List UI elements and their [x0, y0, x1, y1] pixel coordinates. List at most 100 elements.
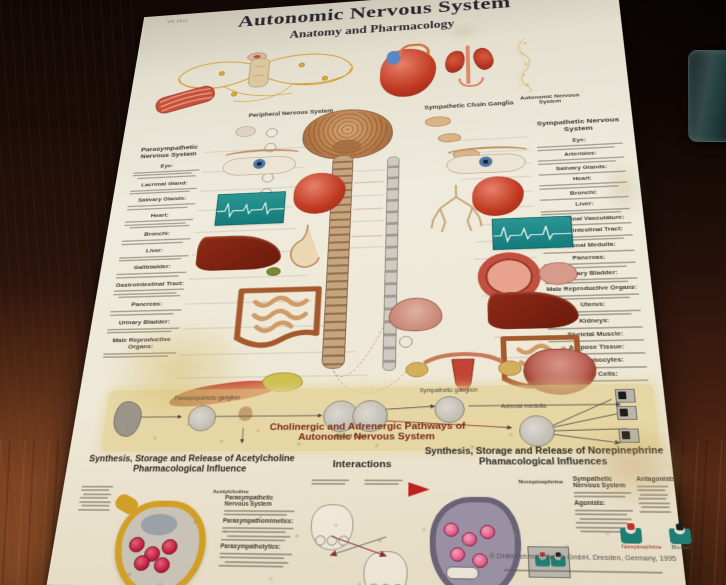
column-item: Bronchi: — [117, 230, 197, 246]
column-item: Eye: — [127, 162, 205, 180]
fine-text-line — [218, 564, 284, 568]
anatomy-poster: VR 1611 Autonomic Nervous System Anatomy… — [47, 0, 688, 585]
column-item: Liver: — [114, 246, 195, 262]
ekg-strip-right — [492, 215, 574, 250]
cholinergic-ending-label — [311, 477, 350, 487]
receptor-glyph — [617, 391, 627, 400]
synapse-interior — [139, 513, 179, 536]
vesicle — [479, 524, 496, 540]
parasympathetic-column-heading: Parasympathetic Nervous System — [140, 143, 199, 161]
iris — [252, 158, 266, 170]
receptor-legend: Norepinephrine Blocker — [619, 523, 692, 551]
fine-text-line — [77, 508, 110, 511]
label-adrenal-medulla: Adrenal medulla — [500, 403, 547, 410]
column-item: Pancreas: — [105, 301, 188, 316]
mao-label-pill — [445, 566, 479, 580]
adrenergic-synapse-illustration — [429, 496, 524, 585]
sympathetic-column-heading: Sympathetic Nervous System — [536, 116, 620, 134]
fine-text-line — [223, 513, 288, 516]
fine-text-line — [311, 478, 350, 481]
column-item: Lacrimal Gland: — [125, 180, 203, 195]
interactions-section: Interactions — [300, 459, 418, 583]
legend-norepinephrine: Norepinephrine — [619, 523, 663, 551]
ekg-trace — [215, 192, 285, 225]
vesicle — [160, 539, 179, 555]
acetylcholine-title-line1: Synthesis, Storage and Release of Acetyl… — [88, 454, 295, 464]
adrenergic-ending-label — [364, 477, 403, 487]
acetylcholine-left-notes — [77, 483, 114, 512]
legend-blocker: Blocker — [668, 523, 692, 552]
ekg-trace — [493, 216, 573, 249]
fine-text-line — [109, 312, 175, 316]
column-item: Gallbladder: — [111, 263, 192, 279]
vesicle — [443, 522, 459, 537]
band-caption-line1: Cholinergic and Adrenergic Pathways of — [269, 421, 466, 433]
fine-text-line — [79, 500, 112, 503]
column-item-finetext — [111, 269, 192, 279]
nerve-impulse-arrow — [408, 482, 430, 497]
fine-text-line — [227, 534, 291, 538]
fine-text-line — [129, 225, 190, 229]
fine-print — [220, 526, 294, 542]
glass-object — [688, 50, 726, 142]
column-item-finetext — [105, 307, 187, 316]
blocker-receptor-icon — [668, 523, 692, 545]
vesicle — [461, 532, 478, 547]
iris — [478, 156, 493, 168]
vesicle — [128, 536, 146, 553]
vesicle — [132, 555, 151, 572]
fine-text-line — [219, 556, 285, 560]
column-item-finetext — [114, 252, 194, 262]
receptor-chart-box — [527, 546, 571, 579]
column-item: Heart: — [119, 211, 199, 229]
receptor-glyph — [619, 408, 629, 417]
column-item: Gastrointestinal Tract: — [108, 280, 191, 299]
legend-blocker-label: Blocker — [671, 544, 692, 552]
vesicle — [152, 557, 171, 574]
fine-text-line — [221, 530, 287, 534]
receptor-pictogram-box — [616, 405, 638, 420]
fine-text-line — [81, 489, 110, 491]
crossing-arrows — [315, 534, 402, 560]
fine-text-line — [121, 241, 184, 246]
acetylcholine-title: Synthesis, Storage and Release of Acetyl… — [84, 454, 299, 475]
fine-text-line — [118, 258, 182, 262]
ekg-strip-left — [214, 191, 286, 226]
fine-text-line — [82, 493, 111, 495]
fine-text-line — [224, 560, 289, 564]
fine-print — [223, 509, 295, 516]
fine-text-line — [81, 504, 110, 507]
fine-text-line — [81, 485, 114, 488]
norepinephrine-label-text: Norepinephrine — [518, 479, 564, 486]
label-sympathetic-ganglion: Sympathetic ganglion — [419, 387, 478, 394]
axon-stem — [112, 491, 141, 517]
fine-text-line — [222, 526, 294, 530]
ligand-black — [675, 523, 684, 531]
fine-text-line — [223, 509, 295, 512]
fine-print — [218, 552, 293, 568]
acetylcholine-text-column: Parasympathetic Nervous System Parasympa… — [218, 492, 296, 570]
receptor-pictogram-box — [614, 388, 636, 403]
parasympathomimetics-label: Parasympathomimetics: — [222, 518, 294, 525]
fine-text-line — [579, 517, 632, 520]
parasympathetic-ns-subheading: Parasympathetic Nervous System — [224, 494, 274, 508]
fine-text-line — [219, 552, 293, 556]
fine-text-line — [639, 510, 672, 513]
band-caption: Cholinergic and Adrenergic Pathways of A… — [251, 421, 485, 443]
parasympatholytics-label: Parasympatholytics: — [220, 543, 281, 551]
fine-text-line — [311, 482, 346, 485]
interactions-title: Interactions — [332, 459, 392, 470]
acetylcholine-section: Synthesis, Storage and Release of Acetyl… — [67, 454, 299, 585]
fine-text-line — [574, 509, 634, 512]
fine-text-line — [364, 479, 403, 481]
column-item-finetext — [119, 216, 198, 229]
legend-norepinephrine-label: Norepinephrine — [621, 544, 663, 551]
adrenal-medulla-circle — [518, 415, 556, 447]
fine-text-line — [220, 538, 286, 542]
column-item: Salivary Glands: — [122, 195, 201, 211]
fine-text-line — [118, 295, 181, 299]
fine-text-line — [364, 483, 399, 485]
norepinephrine-molecule-label: Norepinephrine — [518, 472, 563, 488]
acetylcholine-title-line2: Pharmacological Influence — [132, 464, 247, 475]
